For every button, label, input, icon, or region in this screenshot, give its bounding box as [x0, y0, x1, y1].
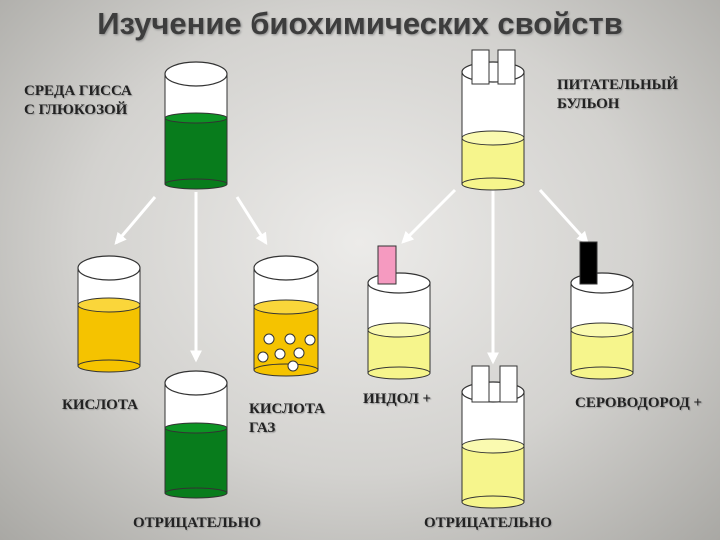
glass-tube-icon — [367, 245, 431, 380]
paper-strip-icon — [377, 245, 397, 285]
gas-bubble-icon — [263, 333, 275, 345]
label-negative-left: ОТРИЦАТЕЛЬНО — [133, 515, 261, 531]
cotton-stopper-icon — [471, 365, 490, 403]
label-negative-right: ОТРИЦАТЕЛЬНО — [424, 515, 552, 531]
label-nutrient-broth: ПИТАТЕЛЬНЫЙ БУЛЬОН — [557, 77, 679, 112]
page-title: Изучение биохимических свойств — [97, 6, 623, 41]
glass-tube-icon — [461, 365, 525, 509]
label-indole: ИНДОЛ + — [363, 391, 432, 407]
cotton-stopper-icon — [497, 49, 516, 85]
glass-tube-icon — [253, 255, 319, 377]
gas-bubble-icon — [257, 351, 269, 363]
glass-tube-icon — [164, 370, 228, 499]
gas-bubble-icon — [304, 334, 316, 346]
cotton-stopper-icon — [499, 365, 518, 403]
glass-tube-icon — [461, 49, 525, 191]
glass-tube-icon — [77, 255, 141, 373]
arrow-icon — [538, 188, 589, 244]
paper-strip-icon — [579, 241, 598, 285]
arrow-icon — [114, 196, 157, 245]
arrow-icon — [235, 196, 268, 246]
glass-tube-icon — [164, 61, 228, 190]
label-acid-gas: КИСЛОТА ГАЗ — [249, 401, 325, 436]
gas-bubble-icon — [287, 360, 299, 372]
label-hiss-medium: СРЕДА ГИССА С ГЛЮКОЗОЙ — [24, 83, 132, 118]
cotton-stopper-icon — [471, 49, 490, 85]
gas-bubble-icon — [293, 347, 305, 359]
label-h2s: СЕРОВОДОРОД + — [575, 395, 703, 411]
gas-bubble-icon — [274, 348, 286, 360]
gas-bubble-icon — [284, 333, 296, 345]
arrow-icon — [401, 188, 457, 244]
glass-tube-icon — [570, 241, 634, 380]
label-acid: КИСЛОТА — [62, 397, 138, 413]
